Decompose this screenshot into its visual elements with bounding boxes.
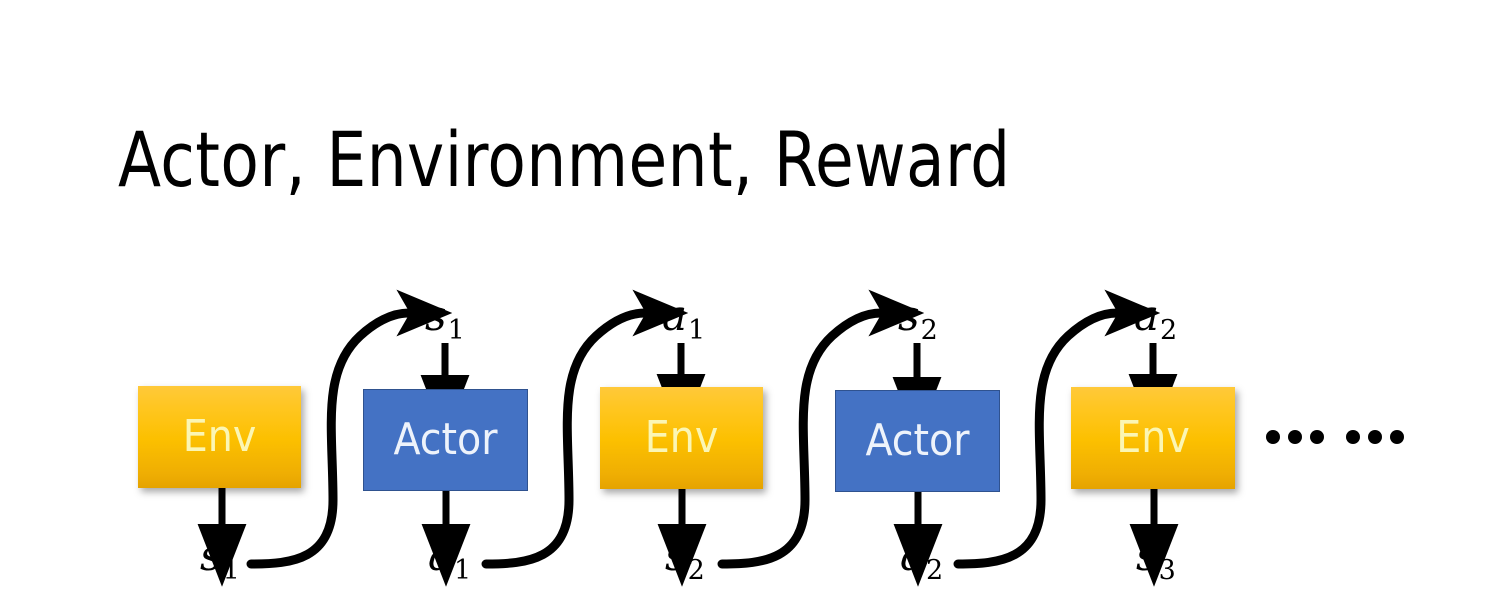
ellipsis-dot [1266,430,1280,444]
symbol-subscript: 3 [1158,555,1176,586]
symbol-base: s [1136,531,1158,580]
symbol-base: s [425,291,447,340]
node-label: Env [644,412,719,463]
symbol-base: a [1134,291,1160,340]
ellipsis-gap [1332,437,1338,438]
ellipsis-dot [1390,430,1404,444]
symbol-subscript: 2 [1160,315,1178,346]
label-action-a2-top: a2 [1134,295,1178,347]
ellipsis-continuation [1266,430,1404,444]
ellipsis-dot [1346,430,1360,444]
node-actor-2[interactable]: Actor [835,390,1000,492]
symbol-subscript: 2 [920,315,938,346]
symbol-subscript: 1 [454,555,472,586]
node-label: Actor [865,415,970,466]
ellipsis-dot [1310,430,1324,444]
symbol-base: s [200,531,222,580]
ellipsis-dot [1368,430,1382,444]
label-state-s1-top: s1 [425,295,465,347]
node-label: Env [182,411,257,462]
symbol-base: a [900,531,926,580]
label-state-s2-bottom: s2 [665,535,705,587]
label-action-a1-bottom: a1 [428,535,472,587]
label-state-s2-top: s2 [898,295,938,347]
node-label: Actor [393,414,498,465]
label-action-a2-bottom: a2 [900,535,944,587]
symbol-subscript: 1 [222,555,240,586]
symbol-base: s [665,531,687,580]
node-actor-1[interactable]: Actor [363,389,528,491]
ellipsis-dot [1288,430,1302,444]
symbol-subscript: 1 [688,315,706,346]
node-label: Env [1116,412,1190,463]
symbol-subscript: 2 [926,555,944,586]
symbol-base: a [662,291,688,340]
symbol-subscript: 2 [687,555,705,586]
label-state-s3-bottom: s3 [1136,535,1176,587]
node-env-1[interactable]: Env [138,386,301,488]
symbol-base: a [428,531,454,580]
node-env-2[interactable]: Env [600,387,763,489]
label-state-s1-bottom: s1 [200,535,240,587]
symbol-base: s [898,291,920,340]
symbol-subscript: 1 [447,315,465,346]
label-action-a1-top: a1 [662,295,706,347]
node-env-3[interactable]: Env [1071,387,1235,489]
page-title: Actor, Environment, Reward [118,115,1011,204]
